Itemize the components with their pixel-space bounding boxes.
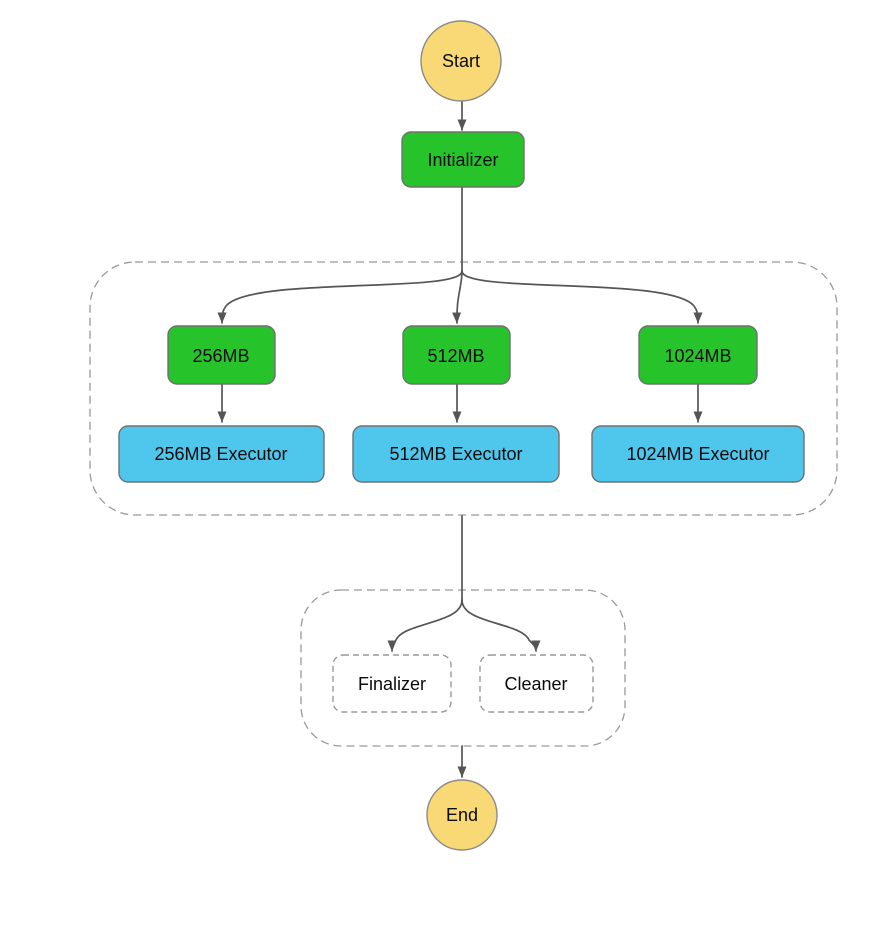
node-finalizer[interactable]: Finalizer [332, 654, 452, 713]
cleaner-box [479, 654, 594, 713]
memory-tasks-cluster [89, 261, 838, 516]
executor-1024mb-label: 1024MB Executor [626, 444, 769, 464]
executor-512mb-label: 512MB Executor [389, 444, 522, 464]
finalizer-box [332, 654, 452, 713]
task-1024mb-box [638, 325, 758, 385]
node-executor-1024mb[interactable]: 1024MB Executor [591, 425, 805, 483]
node-task-1024mb[interactable]: 1024MB [638, 325, 758, 385]
task-512mb-box [402, 325, 511, 385]
node-executor-512mb[interactable]: 512MB Executor [352, 425, 560, 483]
finalizer-label: Finalizer [358, 674, 426, 694]
node-end[interactable]: End [426, 779, 498, 851]
node-task-512mb[interactable]: 512MB [402, 325, 511, 385]
executor-256mb-label: 256MB Executor [154, 444, 287, 464]
finalize-cluster [300, 589, 626, 747]
node-start[interactable]: Start [420, 20, 502, 102]
executor-256mb-box [118, 425, 325, 483]
edge-fork-cleaner [461, 599, 541, 652]
cleaner-label: Cleaner [504, 674, 567, 694]
start-circle [420, 20, 502, 102]
task-512mb-label: 512MB [427, 346, 484, 366]
executor-1024mb-box [591, 425, 805, 483]
edge-initializer-256mb [217, 270, 463, 324]
node-task-256mb[interactable]: 256MB [167, 325, 276, 385]
initializer-box [401, 131, 525, 188]
task-256mb-box [167, 325, 276, 385]
start-label: Start [442, 51, 480, 71]
end-circle [426, 779, 498, 851]
cluster-layer [89, 261, 838, 747]
edge-layer [217, 100, 703, 778]
task-1024mb-label: 1024MB [664, 346, 731, 366]
initializer-label: Initializer [427, 150, 498, 170]
node-cleaner[interactable]: Cleaner [479, 654, 594, 713]
node-initializer[interactable]: Initializer [401, 131, 525, 188]
edge-initializer-1024mb [461, 270, 703, 324]
node-executor-256mb[interactable]: 256MB Executor [118, 425, 325, 483]
end-label: End [446, 805, 478, 825]
node-layer: Start Initializer 256MB 512MB 1024MB 256 [118, 20, 805, 851]
edge-initializer-512mb [452, 270, 463, 324]
executor-512mb-box [352, 425, 560, 483]
task-256mb-label: 256MB [192, 346, 249, 366]
edge-fork-finalizer [387, 599, 463, 652]
